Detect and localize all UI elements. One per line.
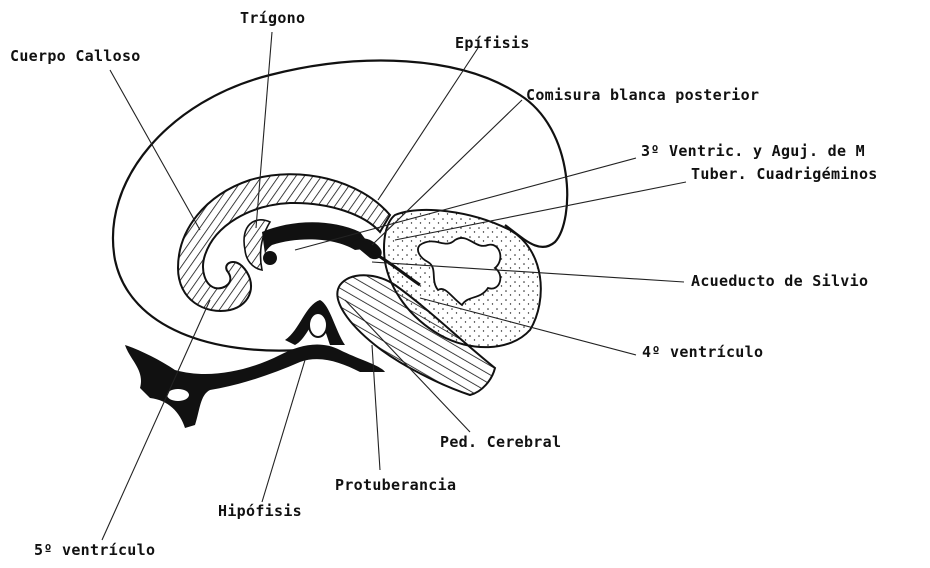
label-epifisis: Epífisis [455, 34, 530, 52]
leader-epifisis [378, 48, 478, 200]
label-comisura: Comisura blanca posterior [526, 86, 759, 104]
label-cuerpo-calloso: Cuerpo Calloso [10, 47, 141, 65]
label-4-ventriculo: 4º ventrículo [642, 343, 763, 361]
label-trigono: Trígono [240, 9, 305, 27]
basal-black-band [125, 345, 385, 428]
leader-protuberancia [372, 345, 380, 470]
mammillary-body [309, 313, 327, 337]
label-5-ventriculo: 5º ventrículo [34, 541, 155, 559]
leader-cuerpo-calloso [110, 70, 200, 230]
foramen-dot [263, 251, 277, 265]
fifth-ventricle-cavity [167, 389, 189, 401]
label-tuber: Tuber. Cuadrigéminos [691, 165, 878, 183]
leader-hipofisis [262, 360, 305, 502]
label-protuberancia: Protuberancia [335, 476, 456, 494]
label-3-ventric: 3º Ventric. y Aguj. de M [641, 142, 865, 160]
label-hipofisis: Hipófisis [218, 502, 302, 520]
label-acueducto: Acueducto de Silvio [691, 272, 868, 290]
label-ped-cerebral: Ped. Cerebral [440, 433, 561, 451]
